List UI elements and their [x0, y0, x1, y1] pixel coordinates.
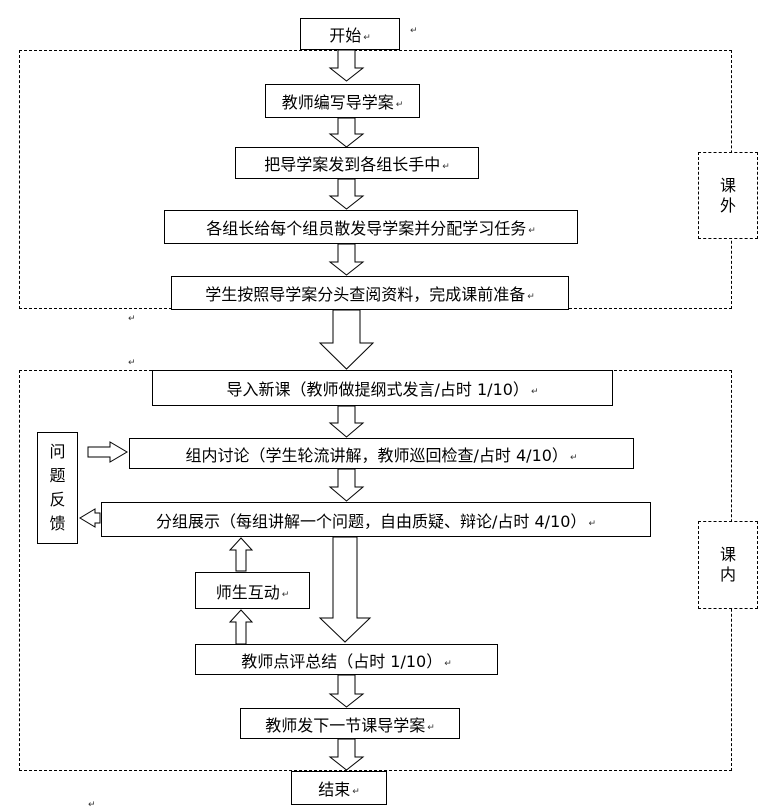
step-group-discussion: 组内讨论（学生轮流讲解，教师巡回检查/占时 4/10）↵: [129, 438, 634, 469]
paragraph-mark: ↵: [128, 358, 136, 368]
end-node: 结束↵: [291, 771, 387, 805]
arrow-s1-to-s2: [328, 117, 365, 148]
feedback-char: 馈: [49, 514, 66, 533]
step-distribute-to-leaders: 把导学案发到各组长手中↵: [235, 147, 479, 179]
teacher-student-interaction: 师生互动↵: [195, 572, 310, 609]
arrow-s3-to-s4: [328, 243, 365, 276]
inside-char: 课: [719, 545, 736, 564]
arrow-s6-to-s7: [328, 468, 365, 502]
problem-feedback-box: 问 题 反 馈: [37, 432, 78, 544]
step-next-guide: 教师发下一节课导学案↵: [240, 708, 460, 739]
outside-char: 外: [719, 195, 736, 215]
step-label: 教师发下一节课导学案: [265, 715, 426, 735]
arrow-s8-to-s9: [328, 674, 365, 708]
arrow-interact-to-s7: [228, 537, 254, 572]
arrow-start-to-s1: [328, 49, 365, 82]
arrow-s2-to-s3: [328, 178, 365, 210]
start-label: 开始: [329, 26, 362, 45]
paragraph-mark: ↵: [88, 800, 96, 810]
step-leaders-assign-tasks: 各组长给每个组员散发导学案并分配学习任务↵: [164, 210, 578, 244]
inside-char: 内: [719, 565, 736, 584]
step-label: 把导学案发到各组长手中: [264, 155, 441, 174]
outside-char: 课: [719, 175, 736, 195]
step-label: 学生按照导学案分头查阅资料，完成课前准备: [205, 285, 526, 304]
interaction-label: 师生互动: [215, 582, 280, 602]
step-students-prepare: 学生按照导学案分头查阅资料，完成课前准备↵: [171, 276, 569, 310]
arrow-s4-to-s5: [318, 309, 375, 370]
step-label: 教师编写导学案: [281, 93, 394, 112]
step-introduce-lesson: 导入新课（教师做提纲式发言/占时 1/10）↵: [152, 370, 613, 406]
feedback-char: 题: [49, 466, 66, 485]
step-label: 组内讨论（学生轮流讲解，教师巡回检查/占时 4/10）: [185, 445, 568, 465]
paragraph-mark: ↵: [128, 314, 136, 324]
step-label: 各组长给每个组员散发导学案并分配学习任务: [206, 219, 527, 238]
step-group-presentation: 分组展示（每组讲解一个问题，自由质疑、辩论/占时 4/10）↵: [101, 502, 651, 537]
outside-class-label: 课 外: [698, 152, 758, 239]
inside-class-label: 课 内: [698, 521, 758, 609]
arrow-s7-to-s8: [318, 536, 372, 643]
step-label: 导入新课（教师做提纲式发言/占时 1/10）: [226, 380, 529, 399]
paragraph-mark: ↵: [410, 26, 418, 36]
arrow-s5-to-s6: [328, 405, 365, 438]
start-node: 开始↵: [300, 18, 400, 50]
end-label: 结束: [318, 780, 351, 799]
step-label: 教师点评总结（占时 1/10）: [241, 651, 443, 671]
step-label: 分组展示（每组讲解一个问题，自由质疑、辩论/占时 4/10）: [156, 511, 587, 531]
step-teacher-review: 教师点评总结（占时 1/10）↵: [195, 644, 498, 675]
arrow-feedback-to-s6: [87, 441, 128, 463]
arrow-s9-to-end: [328, 738, 365, 771]
step-teacher-write-guide: 教师编写导学案↵: [265, 84, 420, 118]
arrow-s7-to-feedback: [79, 508, 101, 528]
feedback-char: 反: [49, 490, 66, 509]
arrow-s8-to-interact: [228, 609, 254, 645]
feedback-char: 问: [49, 442, 66, 461]
